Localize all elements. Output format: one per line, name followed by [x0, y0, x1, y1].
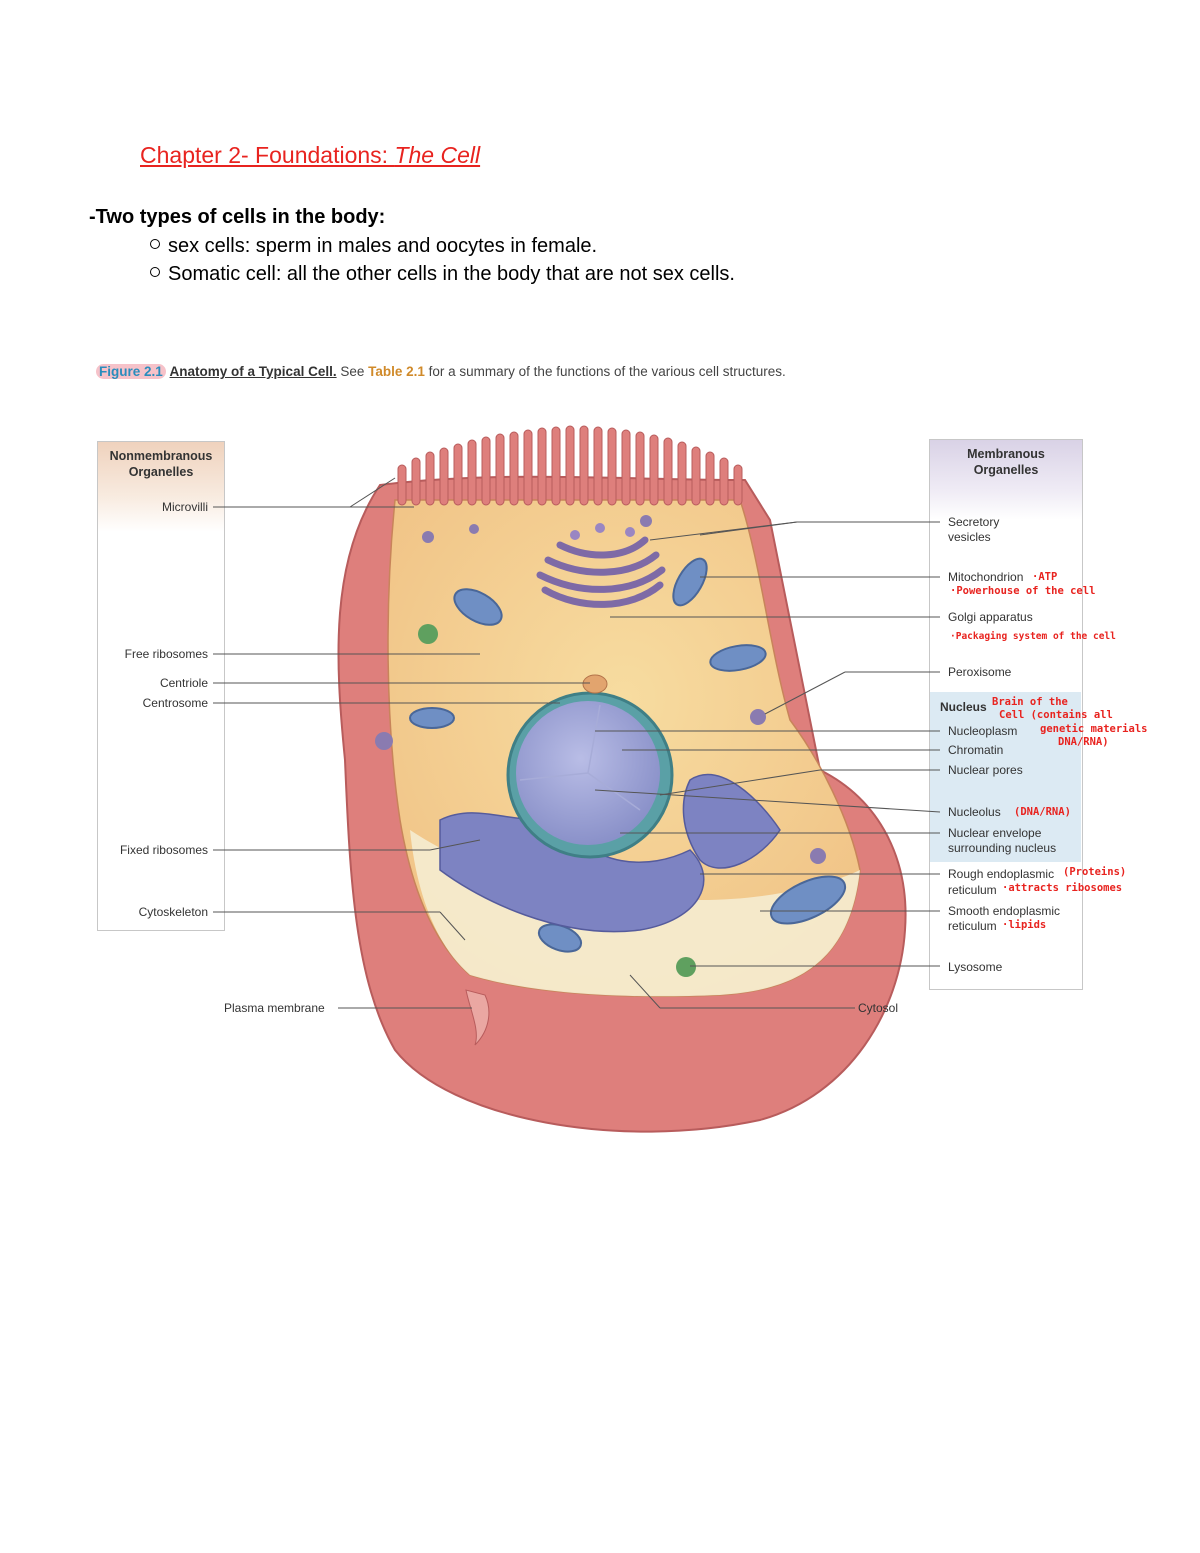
note-brain-2: Cell (contains all	[999, 709, 1113, 721]
label-rough-er: Rough endoplasmic	[948, 867, 1055, 881]
note-packaging: ·Packaging system of the cell	[950, 631, 1116, 642]
label-mitochondrion: Mitochondrion	[948, 570, 1024, 584]
figure-number: Figure 2.1	[96, 364, 166, 379]
bullet-text: Somatic cell: all the other cells in the…	[168, 263, 735, 285]
bullet-item: sex cells: sperm in males and oocytes in…	[150, 235, 597, 258]
panel-title: Nonmembranous Organelles	[109, 449, 213, 479]
hollow-bullet-icon	[150, 239, 160, 249]
note-brain-1: Brain of the	[992, 696, 1068, 708]
microvilli-shapes	[397, 425, 743, 506]
golgi-shape	[536, 536, 666, 608]
label-nuclear-envelope: Nuclear envelope surrounding nucleus	[948, 826, 1057, 855]
types-heading: -Two types of cells in the body:	[89, 206, 386, 228]
figure-caption: Figure 2.1 Anatomy of a Typical Cell. Se…	[96, 362, 796, 381]
chapter-title-italic: The Cell	[394, 142, 481, 168]
note-brain-3: genetic materials	[1040, 723, 1148, 735]
panel-title: Membranous Organelles	[967, 447, 1045, 477]
label-nucleus: Nucleus	[940, 700, 987, 714]
label-smooth-er-2: reticulum	[948, 919, 997, 933]
label-peroxisome: Peroxisome	[948, 665, 1012, 679]
figure-name: Anatomy of a Typical Cell.	[169, 364, 337, 379]
label-nuclear-pores: Nuclear pores	[948, 763, 1023, 777]
note-powerhouse: ·Powerhouse of the cell	[950, 585, 1096, 597]
label-plasma-membrane: Plasma membrane	[224, 1001, 325, 1015]
label-fixed-ribosomes: Fixed ribosomes	[119, 843, 208, 857]
label-cytosol: Cytosol	[858, 1001, 899, 1015]
nucleus-group-box	[930, 692, 1081, 862]
label-centriole: Centriole	[159, 676, 208, 690]
label-centrosome: Centrosome	[142, 696, 208, 710]
note-brain-4: DNA/RNA)	[1058, 736, 1109, 748]
hollow-bullet-icon	[150, 267, 160, 277]
label-free-ribosomes: Free ribosomes	[124, 647, 208, 661]
note-atp: ·ATP	[1032, 571, 1058, 583]
note-attracts-ribosomes: ·attracts ribosomes	[1002, 882, 1123, 894]
chapter-title-main: Chapter 2- Foundations:	[140, 142, 395, 168]
bullet-text: sex cells: sperm in males and oocytes in…	[168, 235, 598, 257]
bullet-item: Somatic cell: all the other cells in the…	[150, 263, 735, 286]
nonmembranous-panel: Nonmembranous Organelles	[97, 441, 225, 931]
note-dna-rna: (DNA/RNA)	[1014, 806, 1071, 818]
rough-er-shape	[439, 773, 781, 933]
label-nucleoplasm: Nucleoplasm	[948, 724, 1018, 738]
label-cytoskeleton: Cytoskeleton	[138, 905, 208, 919]
label-golgi-apparatus: Golgi apparatus	[948, 610, 1033, 624]
caption-text: See	[336, 364, 369, 379]
label-microvilli: Microvilli	[162, 500, 208, 514]
label-secretory-vesicles: Secretory vesicles	[948, 515, 1000, 544]
caption-text: for a summary of the functions of the va…	[424, 364, 786, 379]
label-chromatin: Chromatin	[948, 743, 1004, 757]
label-smooth-er: Smooth endoplasmic	[948, 904, 1061, 918]
label-nucleolus: Nucleolus	[948, 805, 1001, 819]
note-lipids: ·lipids	[1002, 919, 1047, 931]
note-proteins: (Proteins)	[1063, 866, 1127, 878]
label-lysosome: Lysosome	[948, 960, 1003, 974]
table-reference: Table 2.1	[368, 364, 425, 379]
leader-lines	[213, 477, 941, 1009]
label-rough-er-2: reticulum	[948, 883, 997, 897]
chapter-title: Chapter 2- Foundations: The Cell	[140, 142, 480, 169]
